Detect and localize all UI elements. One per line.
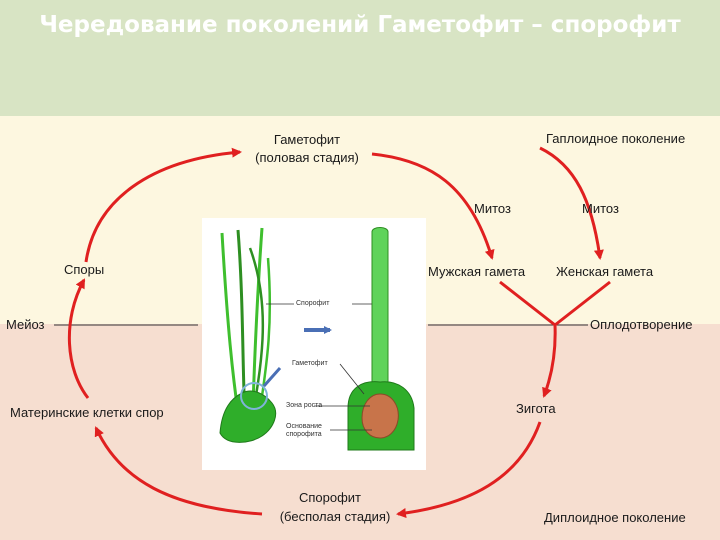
- sporophyte-base: [361, 393, 399, 439]
- male-gamete-line: [499, 280, 556, 327]
- inset-label-base-line2: спорофита: [286, 431, 322, 438]
- label-male-gamete: Мужская гамета: [428, 264, 526, 279]
- arrow-zygote-to-sporophyte: [396, 421, 542, 518]
- inset-label-sporophyte: Спорофит: [296, 300, 330, 307]
- label-haploid: Гаплоидное поколение: [546, 131, 686, 146]
- arrow-fertilization-to-zygote: [542, 324, 557, 398]
- label-fertilization: Оплодотворение: [590, 317, 693, 332]
- label-zygote: Зигота: [516, 401, 556, 416]
- inset-label-gametophyte: Гаметофит: [292, 360, 328, 367]
- magnifier-circle: [240, 382, 268, 410]
- label-mother-cells: Материнские клетки спор: [10, 405, 164, 420]
- arrow-sporophyte-to-mother-cells: [94, 426, 263, 516]
- label-mitosis-left: Митоз: [474, 201, 511, 216]
- label-diploid: Диплоидное поколение: [544, 510, 686, 525]
- label-sporophyte: Спорофит: [298, 490, 362, 505]
- moss-illustration: Спорофит Гаметофит Зона роста Основание …: [202, 218, 426, 470]
- header-bar: [0, 0, 720, 116]
- arrow-spores-to-gametophyte: [84, 147, 242, 263]
- arrow-mother-cells-to-spores: [67, 278, 90, 399]
- sporophyte-stalk: [371, 227, 389, 389]
- gametophyte-shape: [219, 390, 277, 443]
- label-spores: Споры: [64, 262, 105, 277]
- arrow-haploid-to-female: [539, 146, 604, 260]
- label-meiosis: Мейоз: [6, 317, 45, 332]
- arrow-gametophyte-to-mitosis: [371, 152, 495, 260]
- label-sporophyte-sub: (бесполая стадия): [279, 509, 391, 524]
- label-female-gamete: Женская гамета: [556, 264, 654, 279]
- page-title: Чередование поколений Гаметофит – спороф…: [39, 12, 681, 38]
- moss-illustration-svg: [219, 227, 415, 451]
- label-gametophyte: Гаметофит: [273, 132, 341, 147]
- female-gamete-line: [554, 280, 611, 327]
- inset-label-growth-zone: Зона роста: [286, 402, 323, 409]
- inset-label-base-line1: Основание: [286, 423, 322, 430]
- label-mitosis-right: Митоз: [582, 201, 619, 216]
- label-gametophyte-sub: (половая стадия): [255, 150, 359, 165]
